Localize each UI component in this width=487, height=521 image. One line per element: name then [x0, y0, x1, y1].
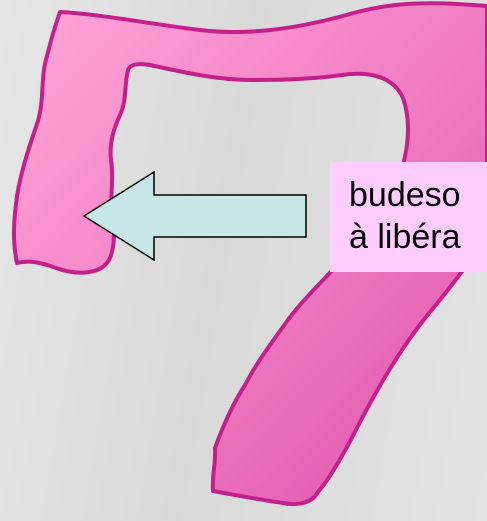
label-box: budeso à libéra — [330, 162, 487, 272]
left-arrow-icon — [84, 172, 306, 260]
label-line-1: budeso — [349, 174, 487, 216]
label-line-2: à libéra — [349, 216, 487, 258]
